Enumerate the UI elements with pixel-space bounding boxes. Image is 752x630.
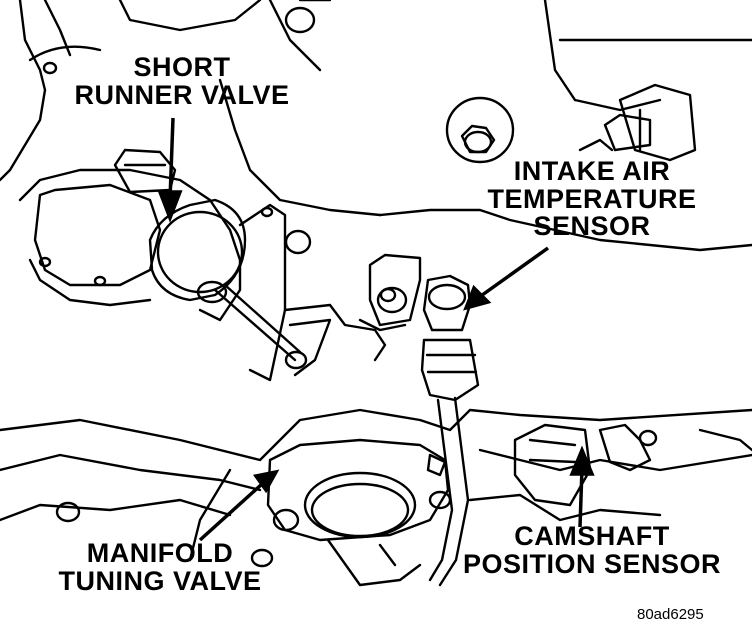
upper-boss: [445, 96, 515, 164]
intake-air-temperature-sensor-label-line-3: SENSOR: [533, 211, 651, 242]
callout-arrow-manifold-tuning-valve: [198, 469, 280, 542]
camshaft-position-sensor-label-line-1: CAMSHAFT: [514, 521, 670, 551]
callout-arrow-intake-air-temperature-sensor: [463, 246, 550, 311]
intake-air-temperature-sensor-drawing: [420, 274, 480, 587]
short-runner-valve-drawing: [18, 148, 387, 382]
upper-right-connector: [578, 83, 697, 162]
callout-arrow-camshaft-position-sensor: [569, 445, 595, 528]
camshaft-position-sensor-label: CAMSHAFT POSITION SENSOR: [442, 521, 742, 579]
lower-manifold: [0, 408, 752, 562]
short-runner-valve-label-line-2: RUNNER VALVE: [74, 79, 290, 110]
manifold-tuning-valve-label-line-1: MANIFOLD: [86, 538, 234, 568]
upper-casting: [0, 0, 752, 252]
middle-bracket: [358, 253, 422, 332]
manifold-tuning-valve-drawing: [266, 438, 452, 587]
manifold-tuning-valve-label-line-2: TUNING VALVE: [58, 565, 262, 596]
short-runner-valve-label: SHORT RUNNER VALVE: [62, 52, 302, 110]
figure-code: 80ad6295: [637, 606, 704, 623]
manifold-tuning-valve-label: MANIFOLD TUNING VALVE: [45, 538, 275, 596]
intake-air-temperature-sensor-label-line-1: INTAKE AIR: [513, 156, 671, 186]
intake-air-temperature-sensor-label-line-2: TEMPERATURE: [487, 183, 697, 214]
bolts: [55, 287, 397, 568]
callout-arrow-short-runner-valve: [157, 117, 183, 223]
short-runner-valve-label-line-1: SHORT: [133, 52, 231, 82]
camshaft-position-sensor-label-line-2: POSITION SENSOR: [462, 548, 722, 579]
intake-air-temperature-sensor-label: INTAKE AIR TEMPERATURE SENSOR: [472, 156, 712, 242]
